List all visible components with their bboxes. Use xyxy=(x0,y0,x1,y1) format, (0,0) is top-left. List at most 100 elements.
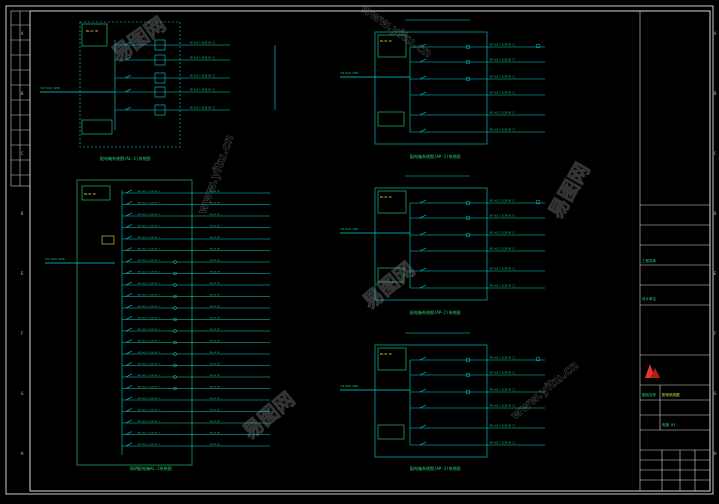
incoming-feeder-label: YJV-5x16 SC50 xyxy=(40,86,60,90)
inner-frame xyxy=(29,10,711,492)
circuit-label: BV-3x2.5 SC20 WC CC xyxy=(138,364,162,366)
motor-symbol xyxy=(465,232,471,238)
row-letter: H xyxy=(21,451,24,456)
breaker-symbol xyxy=(419,75,427,80)
circuit-label: BV-3x2.5 SC20 WC CC xyxy=(490,372,516,375)
breaker-symbol xyxy=(419,58,427,63)
cabinet-outline xyxy=(76,179,193,466)
rcd-symbol xyxy=(173,375,177,379)
row-letter: B xyxy=(21,91,24,96)
circuit-label: NS-63 3P xyxy=(210,433,220,435)
breaker-symbol xyxy=(125,316,133,320)
circuit-label: BV-3x2.5 SC20 WC CC xyxy=(138,387,162,389)
title-block-logo xyxy=(645,364,660,378)
sheet-number: 电施-03 xyxy=(662,422,675,427)
rcd-symbol xyxy=(173,386,177,391)
row-letter: C xyxy=(21,151,24,156)
breaker-rating-label: NS-63 3P xyxy=(380,196,392,199)
circuit-label: BV-3x2.5 SC20 WC CC xyxy=(138,226,162,228)
circuit-label: BV-3x2.5 SC20 WC CC xyxy=(138,421,162,423)
meter-box xyxy=(377,347,407,371)
breaker-symbol xyxy=(125,396,133,401)
load-symbol xyxy=(535,356,541,362)
breaker-symbol xyxy=(125,212,133,217)
note-box xyxy=(377,111,405,127)
circuit-label: NS-63 3P xyxy=(210,329,220,331)
circuit-label: NS-63 3P xyxy=(210,341,220,343)
circuit-label: BV-3x2.5 SC20 WC CC xyxy=(138,249,162,251)
circuit-label: NS-63 3P xyxy=(210,237,220,239)
breaker-symbol xyxy=(125,419,133,424)
incoming-feeder-label: YJV-5x16 SC50 xyxy=(340,72,359,75)
revision-strip xyxy=(10,10,31,187)
row-letter: F xyxy=(714,331,717,336)
title-right-3: 配电箱系统图(AP-3)系统图 xyxy=(410,465,460,471)
drawing-label: 图纸名称 xyxy=(642,392,656,397)
circuit-label: BV-3x2.5 SC20 WC CC xyxy=(190,75,216,78)
row-letter: E xyxy=(714,271,717,276)
circuit-label: BV-3x2.5 SC20 WC CC xyxy=(490,129,516,132)
breaker-symbol xyxy=(419,356,427,361)
rcd-symbol xyxy=(173,260,177,264)
circuit-label: NS-63 3P xyxy=(210,260,220,262)
circuit-label: BV-3x2.5 SC20 WC CC xyxy=(490,200,516,203)
note-box xyxy=(81,119,113,135)
circuit-label: NS-63 3P xyxy=(210,214,220,216)
circuit-label: BV-3x2.5 SC20 WC CC xyxy=(138,295,162,297)
circuit-label: BV-3x2.5 SC20 WC CC xyxy=(138,398,162,400)
circuit-label: BV-3x2.5 SC20 WC CC xyxy=(190,57,216,60)
meter-box xyxy=(377,34,407,58)
load-symbol xyxy=(535,199,541,205)
rcd-symbol xyxy=(173,363,177,368)
circuit-label: BV-3x2.5 SC20 WC CC xyxy=(490,389,516,392)
circuit-label: NS-63 3P xyxy=(210,398,220,400)
breaker-symbol xyxy=(125,431,133,435)
breaker-symbol xyxy=(419,111,427,116)
meter-box xyxy=(377,190,407,214)
breaker-symbol xyxy=(125,442,133,447)
circuit-label: BV-3x2.5 SC20 WC CC xyxy=(138,318,162,320)
breaker-symbol xyxy=(125,339,133,343)
breaker-symbol xyxy=(125,201,133,205)
row-letter: A xyxy=(21,31,24,36)
watermark-6: www.yitu.cn xyxy=(508,358,581,422)
cabinet-outline xyxy=(374,187,488,301)
motor-symbol xyxy=(465,76,471,82)
circuit-label: BV-3x2.5 SC20 WC CC xyxy=(490,285,516,288)
circuit-label: NS-63 3P xyxy=(210,375,220,377)
circuit-label: BV-3x2.5 SC20 WC CC xyxy=(138,375,162,377)
breaker-rating-label: NS-63 3P xyxy=(84,193,96,196)
drawing-name: 配电系统图 xyxy=(662,392,680,397)
cabinet-outline xyxy=(374,344,488,458)
circuit-label: BV-3x2.5 SC20 WC CC xyxy=(138,237,162,239)
circuit-label: NS-63 3P xyxy=(210,364,220,366)
circuit-label: NS-63 3P xyxy=(210,203,220,205)
breaker-symbol xyxy=(419,231,427,236)
load-symbol xyxy=(535,43,541,49)
watermark-7: 易图网 xyxy=(238,387,299,444)
contactor-box xyxy=(154,39,166,51)
row-letter: A xyxy=(714,31,717,36)
circuit-label: BV-3x2.5 SC20 WC CC xyxy=(138,444,162,446)
outer-frame xyxy=(5,5,714,495)
circuit-label: NS-63 3P xyxy=(210,318,220,320)
circuit-label: BV-3x2.5 SC20 WC CC xyxy=(138,306,162,308)
breaker-symbol xyxy=(419,441,427,446)
cabinet-outline xyxy=(374,31,488,145)
circuit-label: NS-63 3P xyxy=(210,387,220,389)
circuit-label: NS-63 3P xyxy=(210,191,220,193)
watermark-1: 易图网 xyxy=(107,12,170,66)
motor-symbol xyxy=(465,44,471,50)
breaker-symbol xyxy=(419,128,427,133)
breaker-rating-label: NS-63 3P xyxy=(380,353,392,356)
circuit-label: NS-63 3P xyxy=(210,410,220,412)
row-letter: C xyxy=(714,151,717,156)
title-top-left: 配电箱系统图(AL-1)系统图 xyxy=(100,155,150,161)
circuit-label: BV-3x2.5 SC20 WC CC xyxy=(138,329,162,331)
circuit-label: BV-3x2.5 SC20 WC CC xyxy=(490,92,516,95)
incoming-feeder-label: YJV-5x16 SC50 xyxy=(340,228,359,231)
title-right-2: 配电箱系统图(AP-2)系统图 xyxy=(410,309,460,315)
motor-symbol xyxy=(465,357,471,363)
